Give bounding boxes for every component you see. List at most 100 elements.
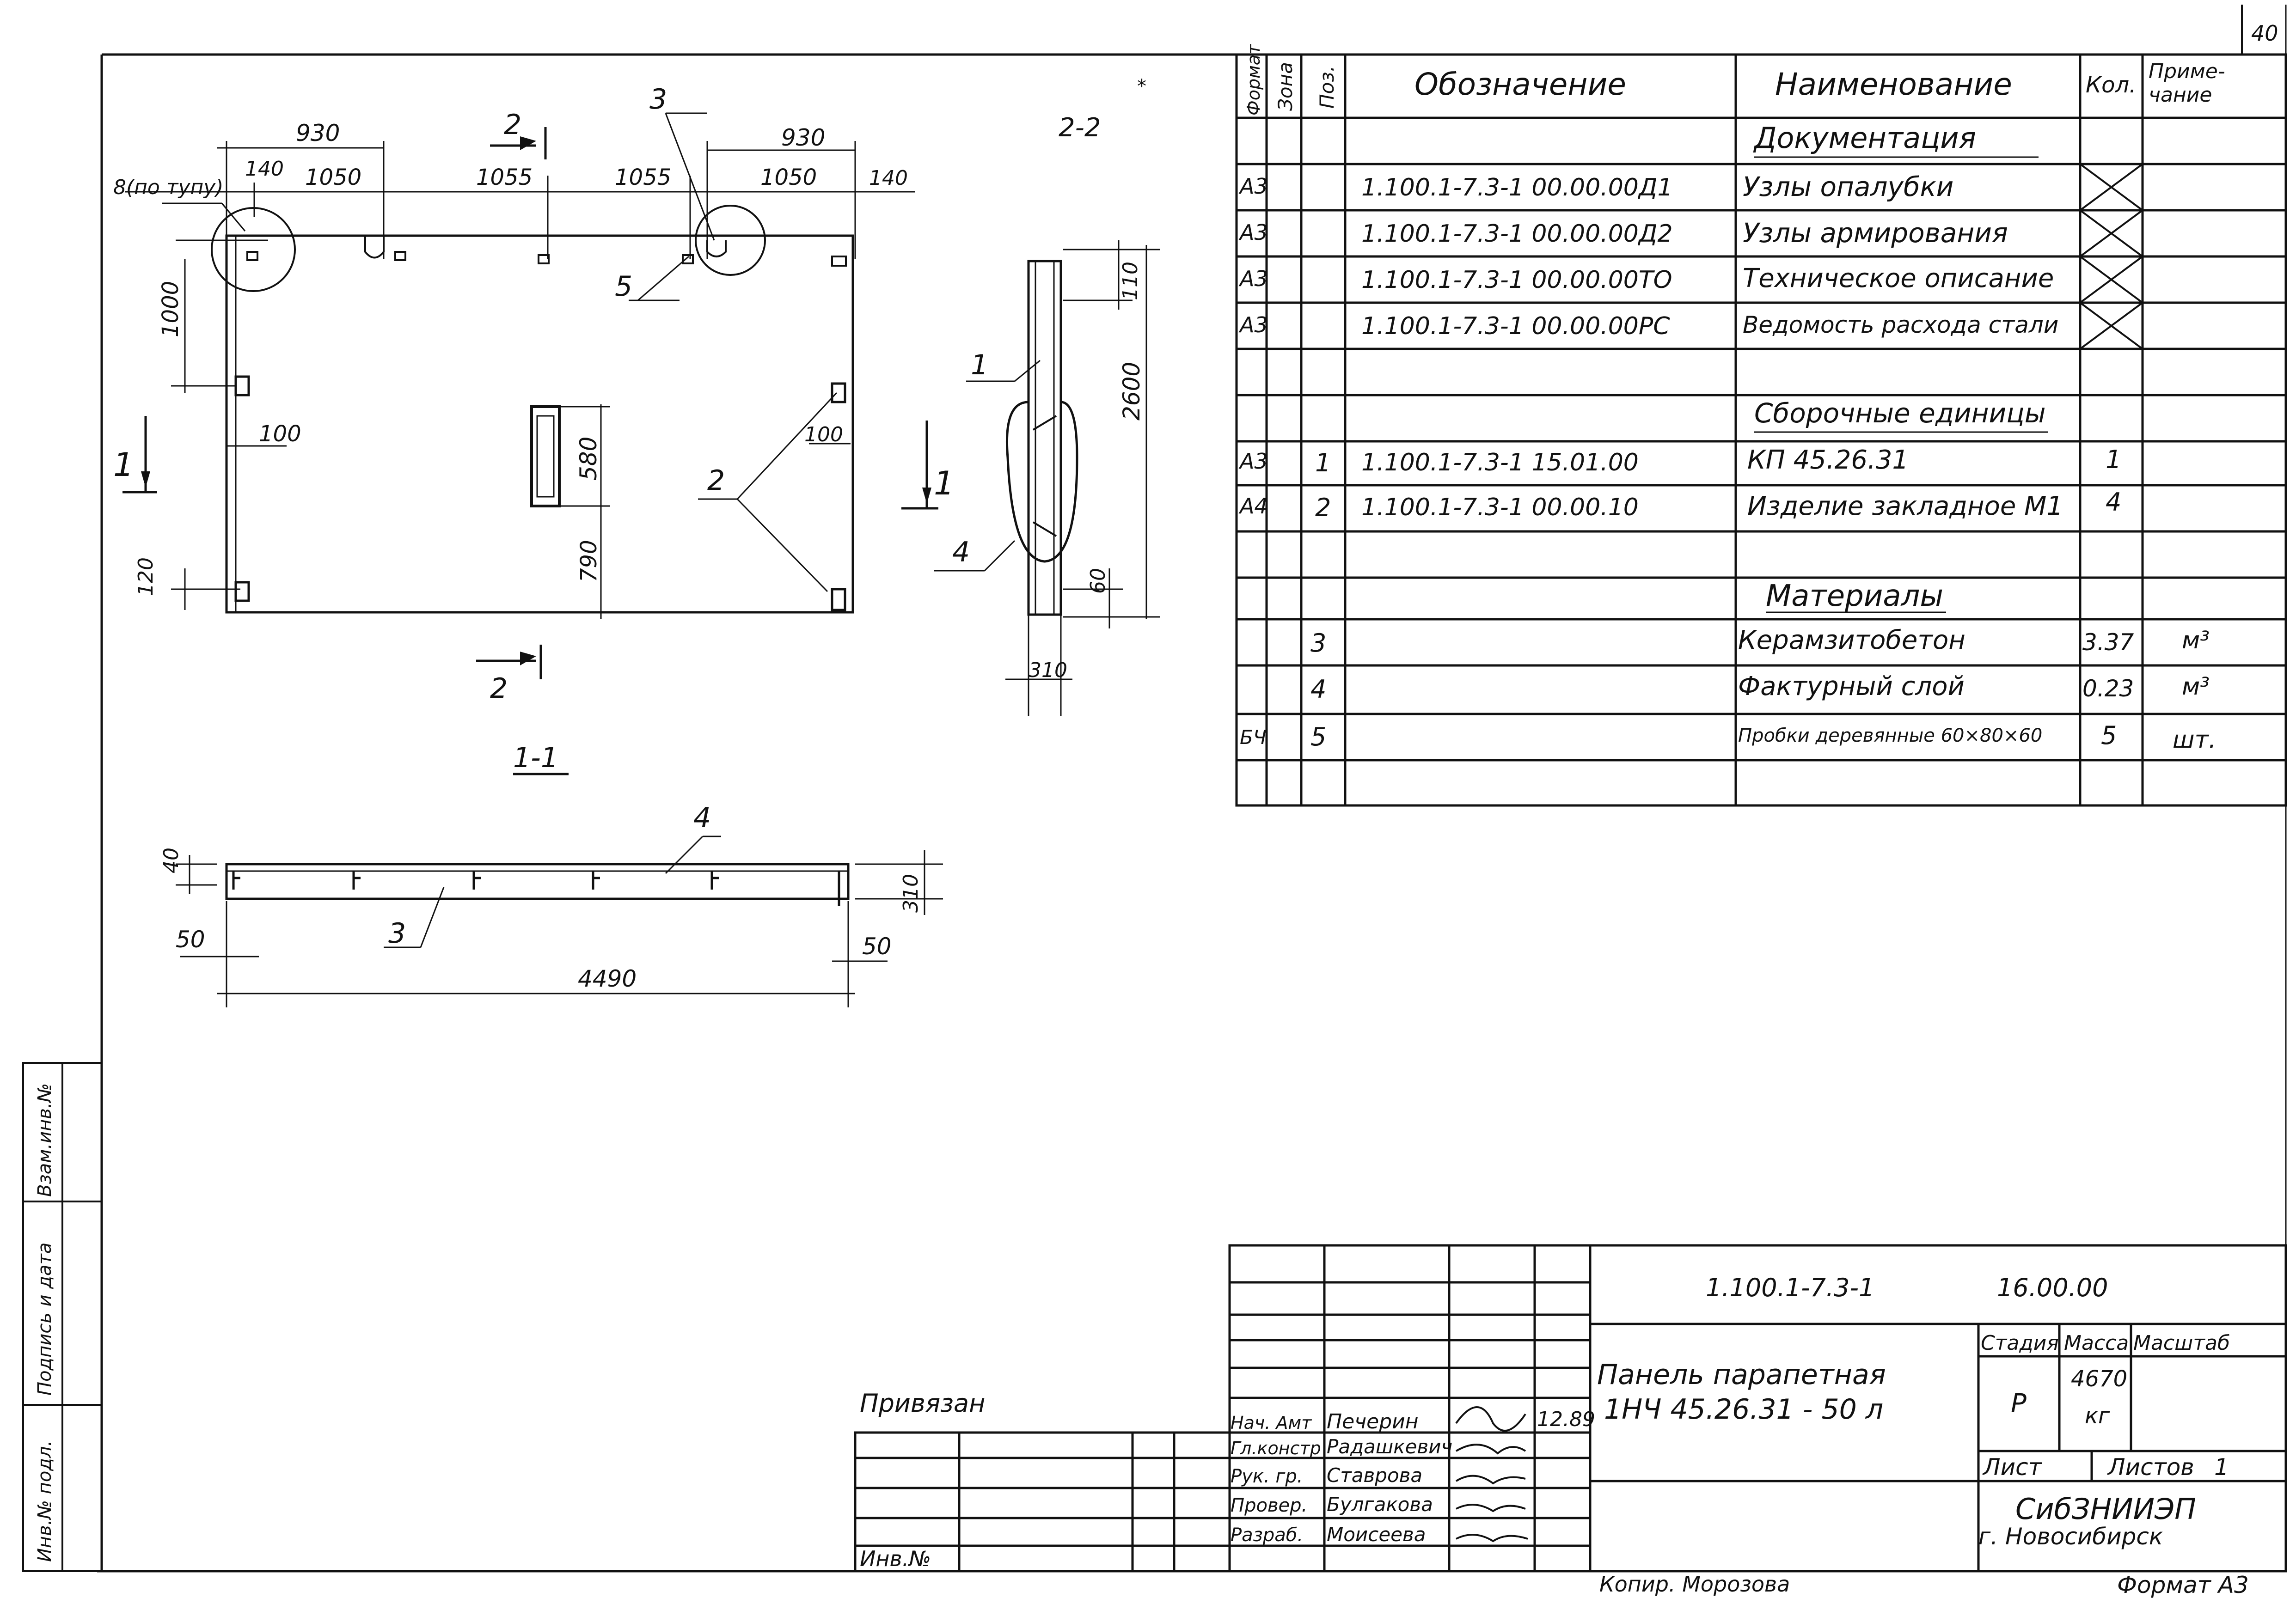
section-dim-2600: 2600 [1118,362,1145,421]
side-stamp-inv-podl: Инв.№ подл. [34,1440,55,1562]
title-block-grid [854,1244,2287,1573]
material-row-name: Пробки деревянные 60×80×60 [1738,725,2043,746]
spec-header-qty: Кол. [2086,72,2137,98]
title-code: 1.100.1-7.3-1 [1706,1273,1875,1302]
signatures [1455,1406,1528,1543]
doc-row-designation: 1.100.1-7.3-1 00.00.00Д2 [1361,220,1673,248]
role-title: Гл.констр [1231,1438,1321,1458]
spec-header-note: Приме-чание [2149,60,2225,107]
assembly-row-name: Изделие закладное М1 [1747,491,2063,521]
mass-unit: кг [2085,1403,2110,1429]
plan-dim-580: 580 [575,437,602,481]
plan-dim-140-b: 140 [869,166,908,190]
s11-dim-50-b: 50 [862,933,892,960]
assembly-row-format: А4 [1240,494,1268,518]
doc-row-designation: 1.100.1-7.3-1 00.00.00Д1 [1361,174,1673,201]
opening [530,405,561,507]
doc-row-designation: 1.100.1-7.3-1 00.00.00ТО [1361,266,1672,294]
section-1-1-title: 1-1 [513,742,558,774]
role-person: Булгакова [1327,1493,1433,1516]
title-line-2: 1НЧ 45.26.31 - 50 л [1604,1393,1884,1426]
title-line-1: Панель парапетная [1597,1359,1886,1391]
spec-header-pos: Поз. [1316,66,1338,109]
panel-outline [225,234,854,614]
side-stamp [22,1062,103,1572]
sheet-label: Лист [1983,1454,2042,1481]
plan-view: 930 930 2 3 140 1050 1055 1055 1050 140 … [113,76,1146,705]
title-date: 12.89 [1537,1408,1595,1431]
material-row-name: Фактурный слой [1738,671,1965,701]
s11-dim-4490: 4490 [578,965,637,992]
role-person: Печерин [1327,1410,1419,1433]
plan-dim-790: 790 [576,540,602,582]
spec-header-format: Формат [1243,43,1264,116]
doc-row-name: Узлы опалубки [1743,171,1954,202]
sheets-value: 1 [2214,1454,2229,1481]
spec-section-materials: Материалы [1766,579,1943,613]
assembly-row-qty: 4 [2106,488,2122,517]
material-row-qty: 3.37 [2082,629,2134,656]
doc-row-designation: 1.100.1-7.3-1 00.00.00РС [1361,312,1670,340]
section-pos-4: 4 [952,536,970,568]
bound-label: Привязан [860,1389,986,1418]
section-pos-1: 1 [971,349,988,381]
assembly-row-pos: 1 [1315,448,1331,477]
material-row-pos: 4 [1310,675,1327,704]
spec-section-documentation: Документация [1754,121,1976,155]
role-title: Нач. Амт [1231,1413,1312,1433]
doc-row-name: Узлы армирования [1743,217,2008,249]
doc-row-format: А3 [1240,266,1268,291]
inv-label: Инв.№ [860,1546,931,1571]
sling-left [211,207,296,292]
doc-row-format: А3 [1240,174,1268,199]
mass-value: 4670 [2071,1366,2128,1392]
role-person: Ставрова [1327,1464,1423,1487]
plan-pos-5: 5 [615,270,632,303]
doc-row-format: А3 [1240,312,1268,337]
doc-row-format: А3 [1240,220,1268,245]
assembly-row-format: А3 [1240,449,1268,474]
sheets-label: Листов [2108,1454,2194,1481]
plan-sling-label: 8(по тупу) [113,176,223,199]
doc-row-name: Ведомость расхода стали [1743,311,2059,338]
section-dim-110: 110 [1119,262,1142,300]
side-stamp-sign-date: Подпись и дата [34,1243,55,1396]
plan-dim-930-right: 930 [781,124,825,151]
material-row-format: БЧ [1240,726,1267,749]
plan-cut-1-left: 1 [113,446,134,484]
assembly-row-pos: 2 [1315,493,1331,522]
spec-header-zone: Зона [1274,62,1297,111]
plan-dim-100-b: 100 [804,423,843,446]
plan-dim-1050-a: 1050 [305,165,361,190]
role-title: Провер. [1231,1495,1308,1516]
spec-header-designation: Обозначение [1414,67,1626,102]
s11-dim-40: 40 [159,848,183,873]
scale-label: Масштаб [2133,1331,2230,1355]
footer-format: Формат А3 [2117,1572,2249,1598]
sheet-number: 40 [2251,21,2278,46]
org-name: СибЗНИИЭП [2015,1492,2196,1526]
plan-dim-1000: 1000 [158,281,184,337]
section-1-1: 1-1 40 50 [159,742,943,1007]
stage-value: Р [2011,1389,2027,1419]
spec-header-name: Наименование [1775,67,2012,102]
side-stamp-vzam-inv: Взам.инв.№ [34,1083,55,1197]
section-cut-1: 1 [934,464,955,502]
s11-pos-4: 4 [693,802,711,834]
s11-dim-50-a: 50 [176,926,205,953]
section-2-2: 2-2 110 2600 60 310 1 4 1 [934,113,1160,716]
material-row-name: Керамзитобетон [1738,625,1965,655]
section-dim-310: 310 [1029,659,1067,682]
doc-row-name: Техническое описание [1743,263,2054,293]
material-row-note: м³ [2182,627,2210,654]
role-title: Рук. гр. [1231,1466,1303,1487]
section-2-2-title: 2-2 [1059,113,1101,143]
org-city: г. Новосибирск [1978,1523,2163,1550]
material-row-note: м³ [2182,673,2210,701]
plan-pos-2: 2 [707,464,725,497]
sling-right [695,205,766,276]
plan-cut-2-bottom: 2 [490,672,508,705]
plan-dim-100-a: 100 [259,421,301,447]
footer-copied: Копир. Морозова [1599,1572,1790,1597]
